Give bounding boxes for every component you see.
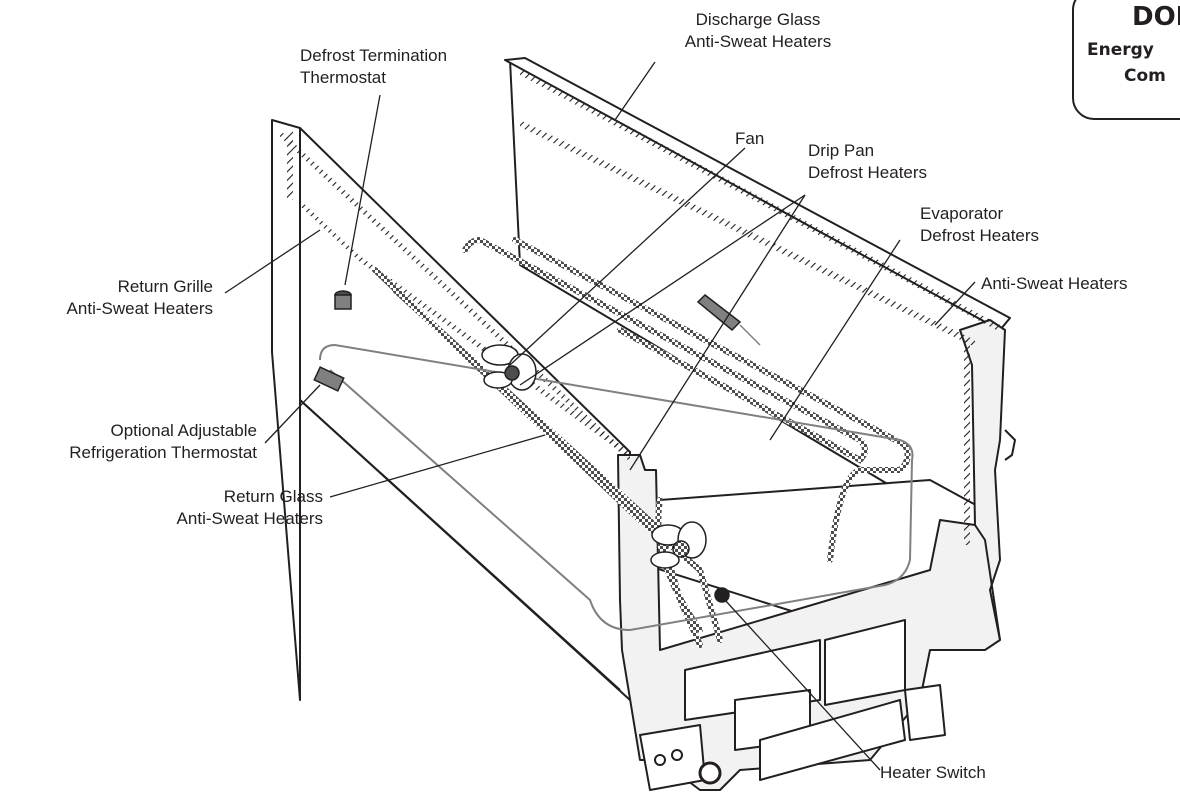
label-return-grille-line2: Anti-Sweat Heaters (66, 299, 213, 318)
label-defrost-termination-line1: Defrost Termination (300, 46, 448, 65)
label-discharge-glass-line1: Discharge Glass (695, 10, 821, 29)
return-grille-heater (300, 200, 360, 262)
label-drip-pan-line1: Drip Pan (808, 141, 875, 160)
label-anti-sweat: Anti-Sweat Heaters (981, 273, 1127, 295)
leader-anti-sweat (934, 281, 976, 326)
label-drip-pan: Drip Pan Defrost Heaters (808, 140, 927, 184)
evaporator-probe (696, 294, 742, 332)
label-optional-thermostat-line2: Refrigeration Thermostat (69, 443, 257, 462)
label-optional-thermostat-line1: Optional Adjustable (110, 421, 258, 440)
label-defrost-termination-line2: Thermostat (300, 68, 386, 87)
discharge-glass-heater (520, 68, 1000, 332)
right-bracket (904, 684, 946, 741)
leader-defrost-termination (344, 94, 381, 286)
defrost-thermostat-body (334, 294, 352, 310)
heater-switch (714, 587, 730, 603)
label-evaporator: Evaporator Defrost Heaters (920, 203, 1039, 247)
label-return-grille-line1: Return Grille (117, 277, 213, 296)
badge-line1: DOE (1132, 2, 1180, 32)
leader-lines (224, 61, 976, 771)
leader-drip-pan-2 (629, 194, 806, 471)
label-evaporator-line1: Evaporator (920, 204, 1004, 223)
foot-hole-2 (671, 749, 683, 761)
evaporator-heater-2 (512, 237, 911, 563)
doe-compliance-badge: DOE Energy Com (1072, 0, 1180, 120)
label-anti-sweat-line: Anti-Sweat Heaters (981, 274, 1128, 293)
leader-return-grille (224, 229, 321, 294)
leader-discharge-glass (614, 61, 656, 121)
label-optional-thermostat: Optional Adjustable Refrigeration Thermo… (0, 420, 257, 464)
drain-fitting (698, 761, 722, 785)
fan-rear (481, 344, 537, 391)
leader-optional-thermostat (264, 384, 321, 444)
label-heater-switch: Heater Switch (880, 762, 986, 784)
components (313, 290, 761, 603)
leader-drip-pan-1 (519, 194, 806, 386)
badge-line3: Com (1124, 66, 1166, 86)
left-vertical-heater (287, 130, 293, 200)
leader-return-glass (329, 434, 546, 498)
refrigeration-thermostat (313, 366, 345, 392)
front-vertical-heater (964, 340, 970, 545)
base-rails (759, 699, 906, 781)
label-fan: Fan (735, 128, 764, 150)
label-return-glass: Return Glass Anti-Sweat Heaters (100, 486, 323, 530)
evaporator-heater-1 (462, 236, 868, 464)
label-fan-line: Fan (735, 129, 765, 148)
label-discharge-glass-line2: Anti-Sweat Heaters (684, 32, 832, 51)
label-return-glass-line1: Return Glass (223, 487, 323, 506)
badge-line2: Energy (1087, 40, 1154, 60)
leader-heater-switch (724, 599, 881, 771)
thermostat-capillary (319, 343, 914, 632)
case-body (271, 57, 1016, 791)
label-discharge-glass: Discharge Glass Anti-Sweat Heaters (640, 9, 876, 53)
label-heater-switch-line: Heater Switch (880, 763, 986, 782)
label-defrost-termination: Defrost Termination Thermostat (300, 45, 447, 89)
leader-fan (509, 147, 746, 366)
left-end-panel (271, 119, 301, 701)
label-evaporator-line2: Defrost Heaters (920, 226, 1040, 245)
foot-hole-1 (654, 754, 666, 766)
fan-front (650, 521, 707, 569)
leader-evaporator (769, 239, 901, 441)
label-drip-pan-line2: Defrost Heaters (808, 163, 928, 182)
label-return-grille: Return Grille Anti-Sweat Heaters (0, 276, 213, 320)
label-return-glass-line2: Anti-Sweat Heaters (176, 509, 323, 528)
